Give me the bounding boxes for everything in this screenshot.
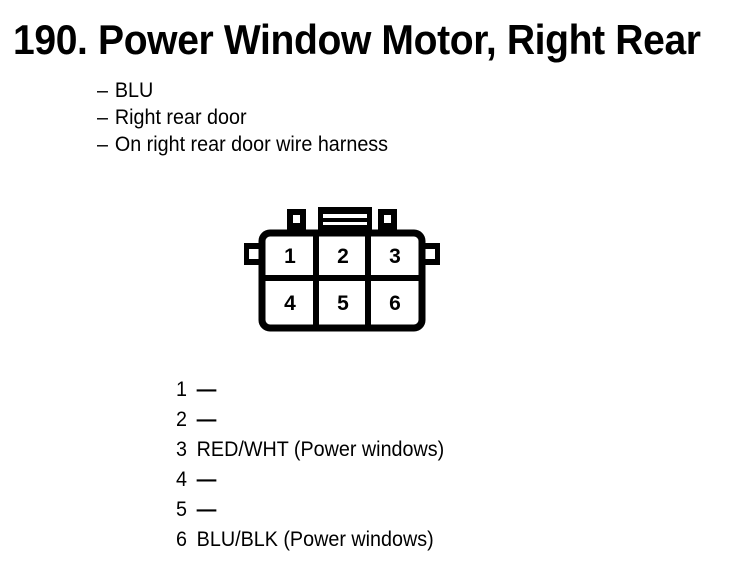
pin-list-number: 3: [176, 438, 187, 461]
pin-list-description: —: [196, 498, 217, 521]
pin-list-row: 6 BLU/BLK (Power windows): [176, 525, 665, 555]
pin-list-description: —: [196, 468, 217, 491]
note-item: – On right rear door wire harness: [97, 131, 623, 158]
pin-assignment-list: 1 — 2 — 3 RED/WHT (Power windows) 4 — 5 …: [176, 375, 696, 555]
note-label: BLU: [114, 79, 154, 102]
pin-list-number: 5: [176, 498, 187, 521]
pin-list-description: —: [196, 408, 217, 431]
note-item: – Right rear door: [97, 104, 623, 131]
connector-pin-3: 3: [389, 245, 401, 268]
connector-top-center-slot: [318, 207, 372, 231]
pin-list-row: 2 —: [176, 405, 665, 435]
connector-top-left-tab: [287, 209, 306, 231]
note-item: – BLU: [97, 77, 623, 104]
pin-list-number: 6: [176, 528, 187, 551]
pin-list-description: —: [196, 378, 217, 401]
note-dash-icon: –: [97, 133, 108, 156]
connector-body-outline: [258, 229, 426, 332]
note-dash-icon: –: [97, 106, 108, 129]
connector-pin-5: 5: [337, 292, 349, 315]
note-label: On right rear door wire harness: [114, 133, 389, 156]
connector-diagram: 1 2 3 4 5 6: [236, 198, 456, 338]
note-label: Right rear door: [114, 106, 247, 129]
note-dash-icon: –: [97, 79, 108, 102]
connector-top-right-tab: [378, 209, 397, 231]
pin-list-row: 1 —: [176, 375, 665, 405]
pin-list-number: 4: [176, 468, 187, 491]
pin-list-row: 5 —: [176, 495, 665, 525]
pin-list-number: 2: [176, 408, 187, 431]
connector-pin-6: 6: [389, 292, 401, 315]
connector-pin-4: 4: [284, 292, 296, 315]
pin-list-row: 4 —: [176, 465, 665, 495]
pin-list-number: 1: [176, 378, 187, 401]
connector-notes-list: – BLU – Right rear door – On right rear …: [97, 77, 657, 158]
page-title: 190. Power Window Motor, Right Rear: [13, 16, 701, 63]
connector-pin-1: 1: [284, 245, 296, 268]
connector-pin-2: 2: [337, 245, 349, 268]
pin-list-row: 3 RED/WHT (Power windows): [176, 435, 665, 465]
pin-list-description: BLU/BLK (Power windows): [196, 528, 434, 551]
pin-list-description: RED/WHT (Power windows): [196, 438, 445, 461]
